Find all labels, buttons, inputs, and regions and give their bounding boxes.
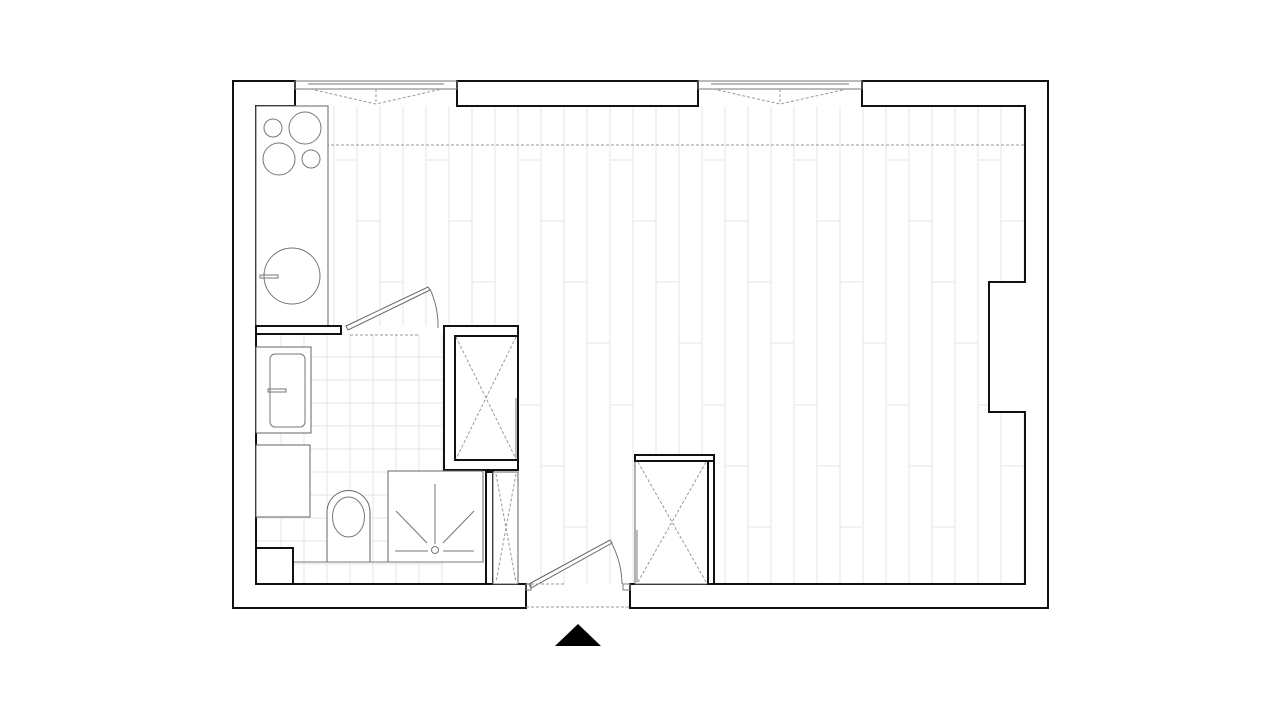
burner-icon [288,111,322,145]
burner-icon [301,149,321,169]
toilet [326,490,371,563]
bathroom-wall [485,471,494,585]
faucet-icon [259,274,279,279]
burner-icon [263,118,283,138]
bathroom-door[interactable] [345,286,439,336]
duct [255,547,294,585]
shower [387,470,484,563]
wall-top-middle [456,80,699,107]
bathroom-partition [255,325,342,335]
burner-icon [262,142,296,176]
closet-upper [443,325,519,471]
entry-door[interactable] [525,539,631,608]
closet-entry [634,454,715,585]
entrance-arrow-icon [555,624,601,646]
washing-machine [255,444,311,518]
wall-right [629,80,1049,609]
window-right [697,80,863,105]
closet-lower [492,471,519,585]
kitchen-counter [255,105,329,327]
bathroom-sink [255,346,312,434]
kitchen-sink-icon [263,247,321,305]
window-left [294,80,458,105]
drain-icon [431,546,439,554]
